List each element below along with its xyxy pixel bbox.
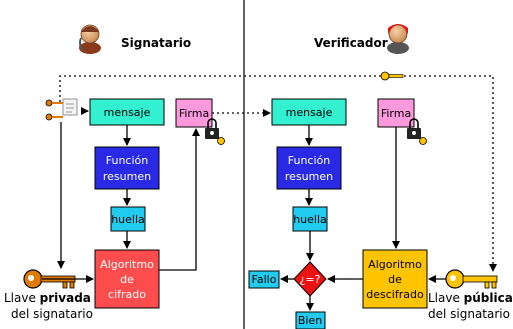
key-icon (380, 71, 404, 81)
signer-fingerprint-box (110, 206, 146, 232)
arrow-encrypt-to-signature (159, 128, 200, 271)
verifier-hash-box (276, 146, 342, 190)
fail-label: Fallo (252, 273, 277, 286)
encrypt-line1: Algoritmo (100, 258, 154, 271)
dotted-public-key-path (59, 75, 497, 272)
signer-signature-label: Firma (179, 107, 209, 120)
padlock-icon (205, 118, 219, 139)
person-red-icon (387, 24, 409, 54)
verifier-title: Verificador (314, 36, 388, 50)
encrypt-line3: cifrado (108, 288, 146, 301)
signer-hash-box (94, 146, 160, 190)
decrypt-line2: de (388, 273, 402, 286)
document-icon (62, 98, 78, 116)
signer-title: Signatario (121, 36, 191, 50)
key-icon (45, 113, 63, 121)
verifier-message-box (271, 98, 347, 126)
verifier-hash-line1: Función (288, 154, 331, 167)
decrypt-line3: descifrado (366, 288, 424, 301)
public-key-pre: Llave (428, 291, 464, 305)
compare-label: ¿=? (300, 273, 321, 286)
key-icon (445, 269, 498, 289)
signer-hash-line2: resumen (103, 170, 151, 183)
person-icon (79, 24, 101, 54)
verifier-fingerprint-box (292, 206, 328, 232)
ok-box (295, 311, 326, 329)
verifier-message-label: mensaje (286, 106, 333, 119)
key-icon (419, 137, 427, 145)
private-key-bold: privada (40, 291, 91, 305)
signer-message-box (89, 98, 165, 126)
public-key-bold: pública (464, 291, 513, 305)
encrypt-line2: de (120, 273, 134, 286)
ok-label: Bien (298, 314, 322, 327)
verifier-signature-label: Firma (381, 107, 411, 120)
key-icon (45, 99, 63, 107)
private-key-pre: Llave (4, 291, 40, 305)
padlock-icon (407, 118, 421, 139)
key-icon (217, 137, 225, 145)
signer-fingerprint-label: huella (111, 213, 145, 226)
private-key-caption: Llave privada (4, 291, 91, 305)
public-key-caption-line2: del signatario (428, 307, 510, 321)
verifier-hash-line2: resumen (285, 170, 333, 183)
signer-hash-line1: Función (106, 154, 149, 167)
signer-message-label: mensaje (104, 106, 151, 119)
decrypt-line1: Algoritmo (368, 258, 422, 271)
public-key-caption: Llave pública (428, 291, 513, 305)
verifier-fingerprint-label: huella (293, 213, 327, 226)
fail-box (248, 270, 280, 289)
verifier-signature-box (377, 98, 415, 128)
encrypt-box (94, 249, 160, 309)
private-key-caption-line2: del signatario (11, 307, 93, 321)
